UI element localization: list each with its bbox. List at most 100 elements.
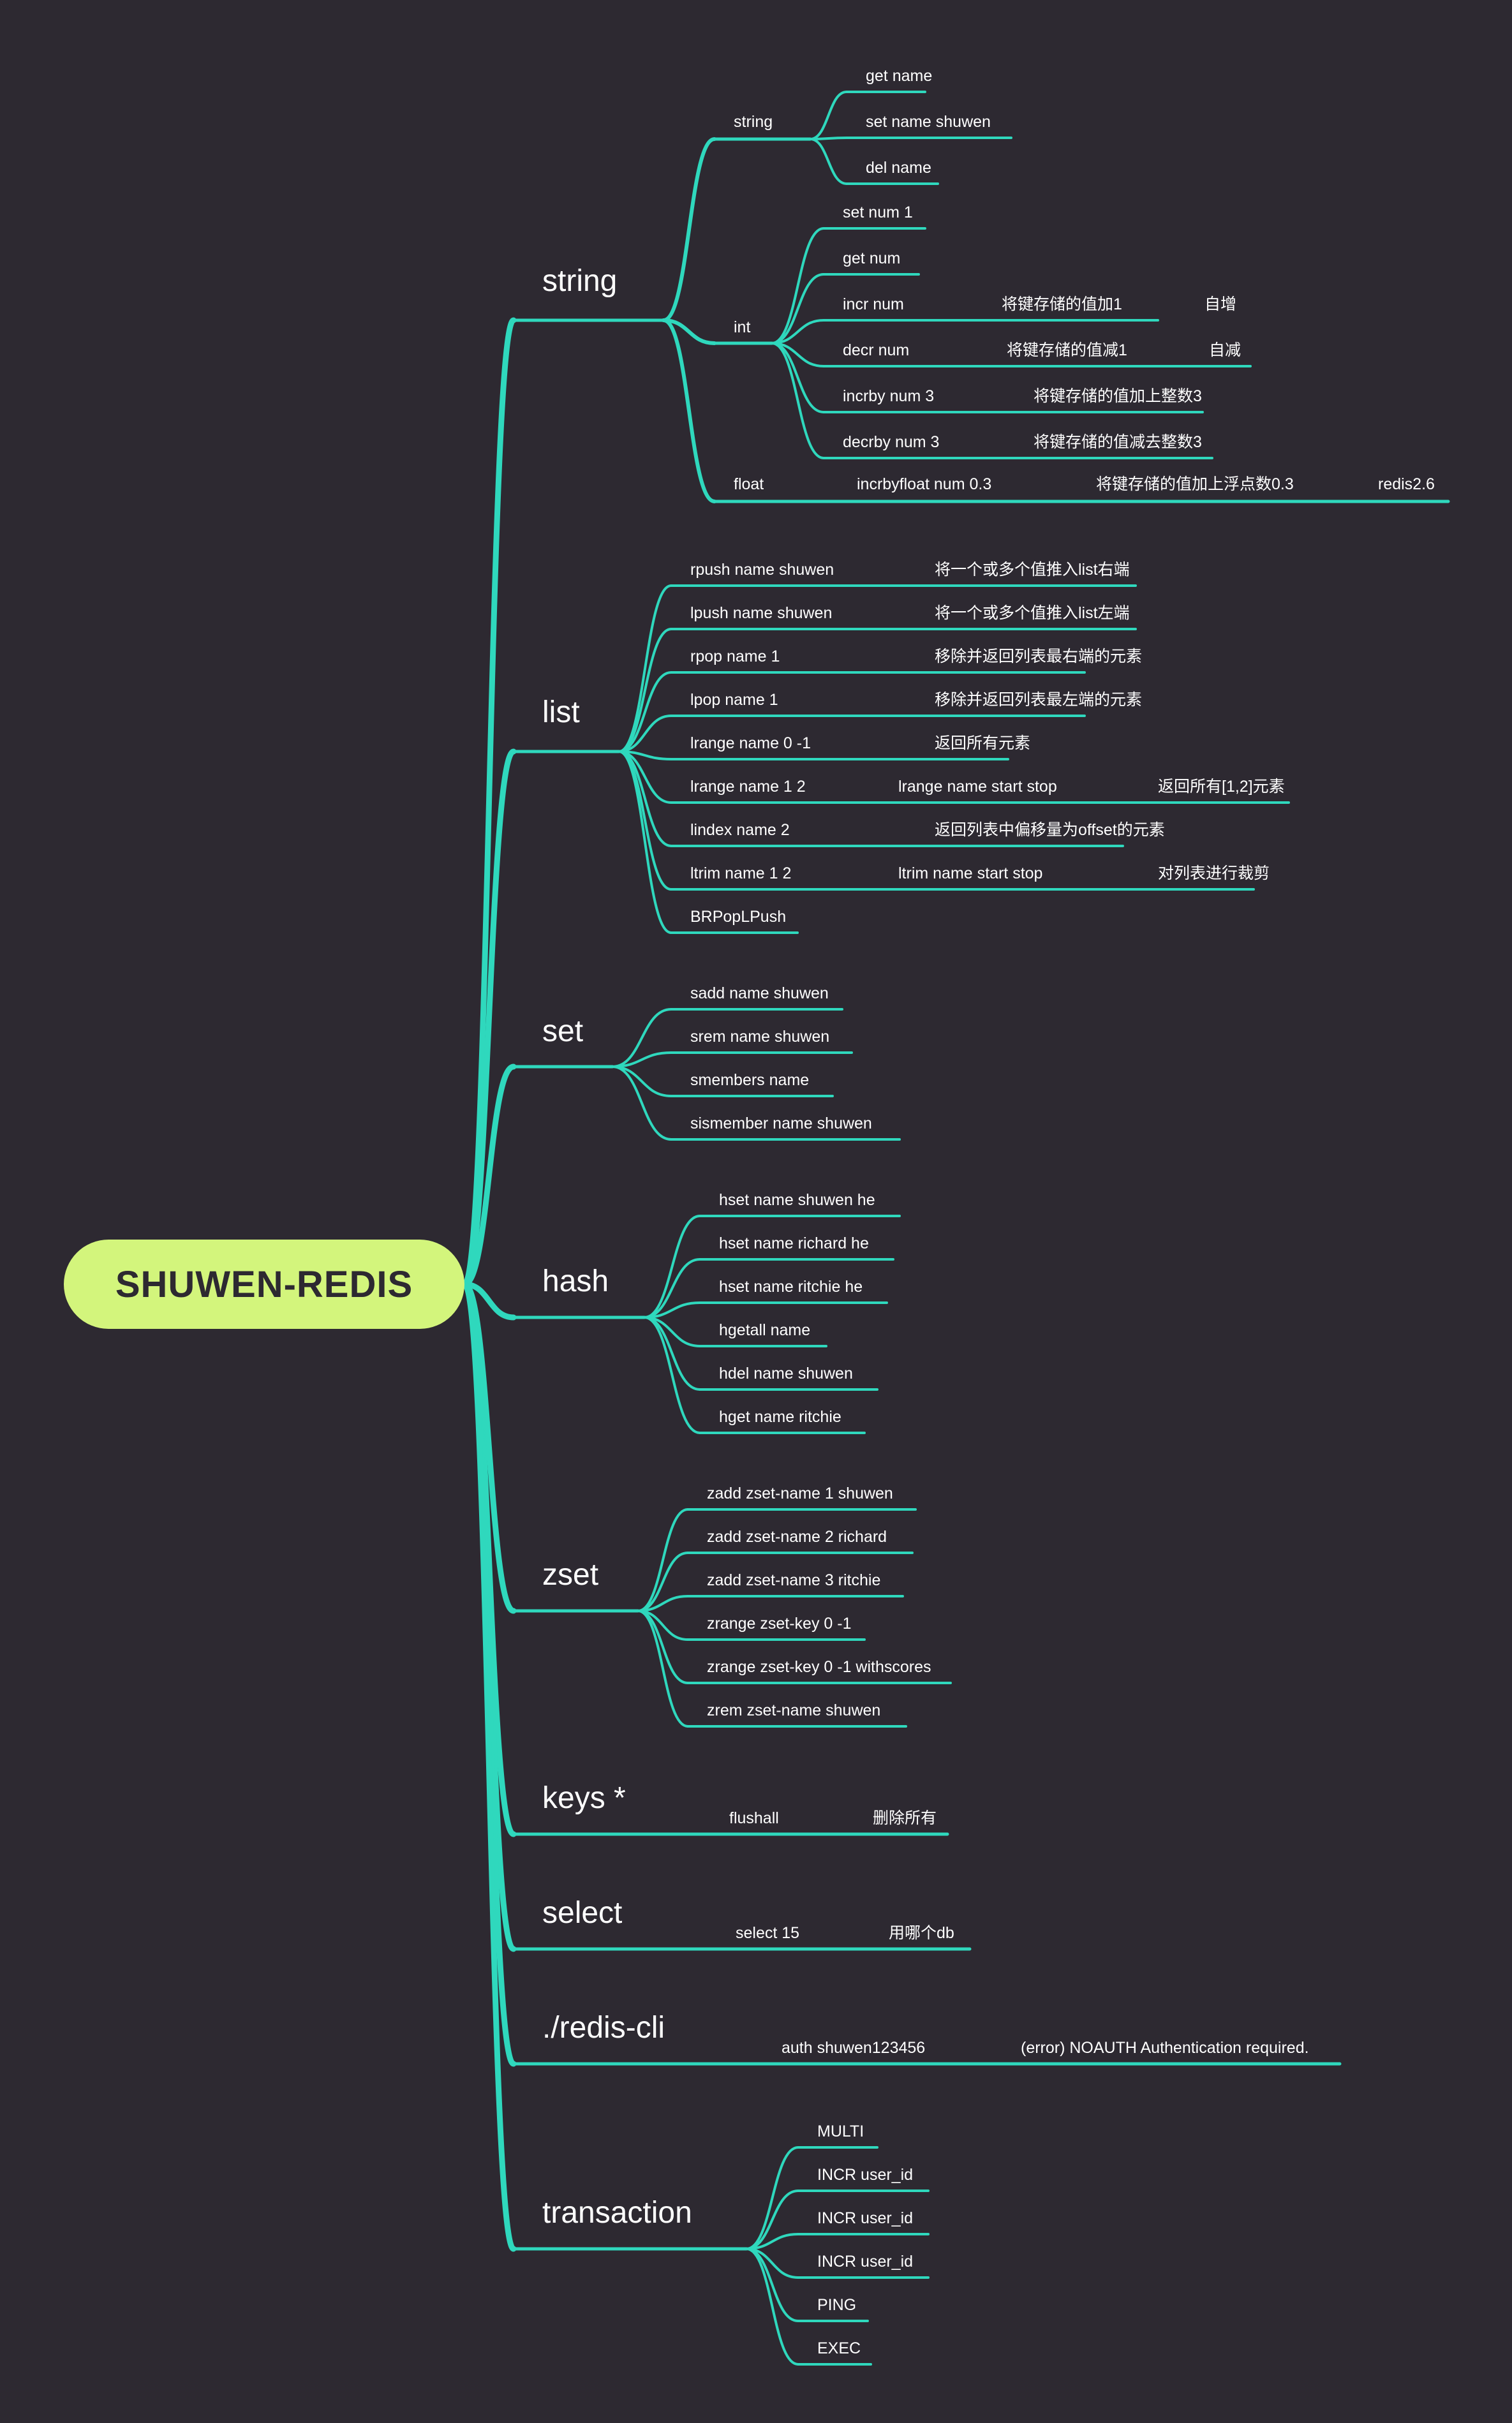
float-inline-2[interactable]: redis2.6 (1378, 475, 1435, 493)
branch-1-item-8-0[interactable]: BRPopLPush (690, 908, 787, 926)
branch-connector (461, 748, 517, 1287)
leaf-connector (618, 750, 672, 934)
leaf-connector (771, 273, 825, 345)
branch-1-item-2-0[interactable]: rpop name 1 (690, 648, 780, 665)
leaf-connector (643, 1316, 701, 1434)
branch-8-item-3-0[interactable]: INCR user_id (817, 2253, 914, 2271)
branch-4-item-1-0[interactable]: zadd zset-name 2 richard (707, 1528, 887, 1546)
branch-4-label[interactable]: zset (542, 1558, 599, 1592)
branch-1-item-5-1[interactable]: lrange name start stop (898, 778, 1057, 796)
leaf-connector (618, 671, 672, 753)
branch-0-label[interactable]: string (542, 264, 618, 298)
branch-3-item-3-0[interactable]: hgetall name (719, 1321, 811, 1339)
leaf-connector (745, 2146, 799, 2250)
leaf-connector (771, 342, 825, 459)
branch-5-label[interactable]: keys * (542, 1781, 626, 1815)
branch-1-item-2-1[interactable]: 移除并返回列表最右端的元素 (935, 648, 1143, 665)
leaf-connector (745, 2248, 799, 2366)
branch-2-item-0-0[interactable]: sadd name shuwen (690, 984, 829, 1002)
branch-3-label[interactable]: hash (542, 1264, 609, 1298)
branch-2-item-2-0[interactable]: smembers name (690, 1071, 810, 1089)
leaf-connector (809, 138, 848, 185)
float-inline-1[interactable]: 将键存储的值加上浮点数0.3 (1096, 475, 1294, 493)
branch-1-item-0-1[interactable]: 将一个或多个值推入list右端 (935, 561, 1130, 579)
branch-7-label[interactable]: ./redis-cli (542, 2011, 665, 2045)
branch-6-label[interactable]: select (542, 1896, 623, 1930)
branch-1-item-4-1[interactable]: 返回所有元素 (935, 734, 1031, 752)
branch-1-item-3-1[interactable]: 移除并返回列表最左端的元素 (935, 691, 1143, 709)
float-inline-0[interactable]: incrbyfloat num 0.3 (857, 475, 992, 493)
branch-8-label[interactable]: transaction (542, 2196, 692, 2230)
branch-connector (461, 1063, 517, 1287)
leaf-connector (643, 1258, 701, 1319)
branch-2-label[interactable]: set (542, 1014, 584, 1048)
branch-1-item-5-0[interactable]: lrange name 1 2 (690, 778, 806, 796)
branch-1-label[interactable]: list (542, 695, 580, 729)
group-0-item-1-0[interactable]: set name shuwen (866, 113, 991, 131)
group-1-item-3-1[interactable]: 将键存储的值减1 (1007, 341, 1127, 359)
group-1-item-3-0[interactable]: decr num (843, 341, 910, 359)
leaf-connector (745, 2190, 799, 2250)
leaf-connector (611, 1065, 672, 1097)
branch-6-inline-1[interactable]: 用哪个db (889, 1924, 954, 1942)
group-0-label[interactable]: string (734, 113, 773, 131)
leaf-connector (618, 715, 672, 753)
group-1-label[interactable]: int (734, 318, 751, 336)
branch-3-item-1-0[interactable]: hset name richard he (719, 1234, 869, 1252)
branch-4-item-2-0[interactable]: zadd zset-name 3 ritchie (707, 1571, 881, 1589)
group-1-item-2-2[interactable]: 自增 (1204, 295, 1237, 313)
group-1-item-1-0[interactable]: get num (843, 249, 901, 267)
group-1-item-5-0[interactable]: decrby num 3 (843, 433, 940, 451)
group-1-item-4-0[interactable]: incrby num 3 (843, 387, 935, 405)
group-1-item-0-0[interactable]: set num 1 (843, 204, 913, 221)
leaf-connector (771, 227, 825, 345)
branch-1-item-5-2[interactable]: 返回所有[1,2]元素 (1158, 778, 1285, 796)
branch-1-item-1-0[interactable]: lpush name shuwen (690, 604, 833, 622)
branch-8-item-5-0[interactable]: EXEC (817, 2339, 861, 2357)
branch-1-item-7-0[interactable]: ltrim name 1 2 (690, 864, 792, 882)
branch-1-item-7-1[interactable]: ltrim name start stop (898, 864, 1043, 882)
branch-5-inline-1[interactable]: 删除所有 (873, 1809, 937, 1827)
leaf-connector (637, 1508, 689, 1612)
branch-8-item-4-0[interactable]: PING (817, 2296, 857, 2314)
branch-7-inline-0[interactable]: auth shuwen123456 (782, 2039, 926, 2057)
group-2-label[interactable]: float (734, 475, 764, 493)
group-0-item-2-0[interactable]: del name (866, 159, 931, 177)
leaf-connector (618, 750, 672, 891)
leaf-connector (611, 1065, 672, 1141)
group-1-item-5-1[interactable]: 将键存储的值减去整数3 (1034, 433, 1202, 451)
branch-1-item-6-0[interactable]: lindex name 2 (690, 821, 790, 839)
group-1-item-4-1[interactable]: 将键存储的值加上整数3 (1034, 387, 1202, 405)
branch-1-item-0-0[interactable]: rpush name shuwen (690, 561, 834, 579)
branch-4-item-3-0[interactable]: zrange zset-key 0 -1 (707, 1615, 852, 1633)
root-node[interactable]: SHUWEN-REDIS (64, 1240, 464, 1329)
branch-8-item-1-0[interactable]: INCR user_id (817, 2166, 914, 2184)
branch-3-item-0-0[interactable]: hset name shuwen he (719, 1191, 875, 1209)
branch-8-item-0-0[interactable]: MULTI (817, 2123, 864, 2140)
branch-5-inline-0[interactable]: flushall (729, 1809, 779, 1827)
branch-1-item-6-1[interactable]: 返回列表中偏移量为offset的元素 (935, 821, 1165, 839)
branch-7-inline-1[interactable]: (error) NOAUTH Authentication required. (1021, 2039, 1309, 2057)
branch-1-item-1-1[interactable]: 将一个或多个值推入list左端 (935, 604, 1130, 622)
group-1-item-2-0[interactable]: incr num (843, 295, 904, 313)
group-connector (662, 318, 716, 503)
branch-1-item-3-0[interactable]: lpop name 1 (690, 691, 778, 709)
branch-1-item-4-0[interactable]: lrange name 0 -1 (690, 734, 812, 752)
branch-3-item-2-0[interactable]: hset name ritchie he (719, 1278, 863, 1296)
branch-2-item-1-0[interactable]: srem name shuwen (690, 1028, 830, 1046)
group-1-item-2-1[interactable]: 将键存储的值加1 (1002, 295, 1122, 313)
group-1-item-3-2[interactable]: 自减 (1209, 341, 1241, 359)
branch-3-item-4-0[interactable]: hdel name shuwen (719, 1365, 853, 1382)
group-0-item-0-0[interactable]: get name (866, 67, 933, 85)
branch-3-item-5-0[interactable]: hget name ritchie (719, 1408, 841, 1426)
branch-4-item-0-0[interactable]: zadd zset-name 1 shuwen (707, 1485, 893, 1502)
branch-1-item-7-2[interactable]: 对列表进行裁剪 (1158, 864, 1270, 882)
branch-4-item-4-0[interactable]: zrange zset-key 0 -1 withscores (707, 1658, 931, 1676)
branch-6-inline-0[interactable]: select 15 (736, 1924, 800, 1942)
branch-2-item-3-0[interactable]: sismember name shuwen (690, 1115, 872, 1132)
leaf-connector (618, 628, 672, 753)
branch-8-item-2-0[interactable]: INCR user_id (817, 2209, 914, 2227)
branch-connector (461, 1281, 517, 2252)
branch-4-item-5-0[interactable]: zrem zset-name shuwen (707, 1701, 881, 1719)
